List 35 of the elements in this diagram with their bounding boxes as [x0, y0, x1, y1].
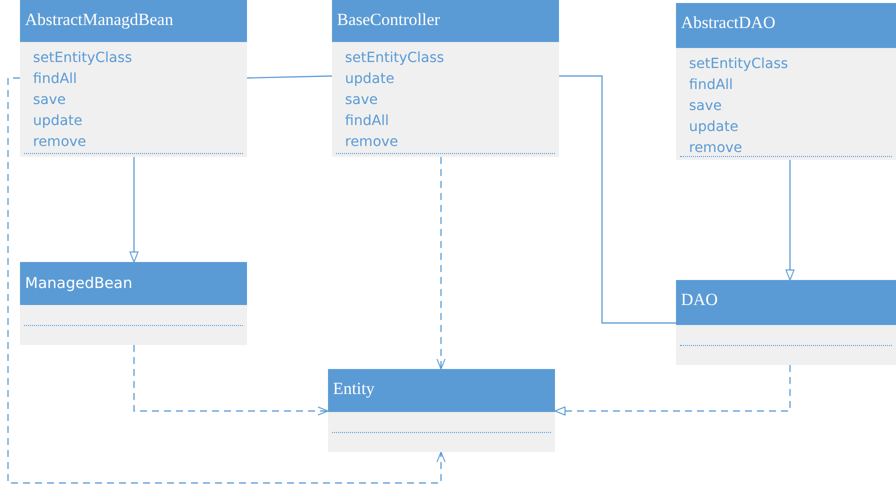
- method-name: findAll: [345, 112, 389, 131]
- class-box: [676, 280, 896, 365]
- method-name: update: [345, 70, 394, 89]
- method-name: update: [33, 112, 82, 131]
- method-name: save: [689, 97, 722, 116]
- class-name: AbstractDAO: [676, 3, 896, 48]
- method-name: setEntityClass: [33, 49, 132, 68]
- method-name: findAll: [689, 76, 733, 95]
- association-line: [246, 75, 332, 79]
- dependency-arrow: [436, 157, 446, 370]
- method-name: save: [33, 91, 66, 110]
- class-box: [332, 0, 559, 157]
- dependency-arrow: [133, 345, 328, 416]
- method-name: remove: [345, 133, 398, 152]
- method-name: setEntityClass: [689, 55, 788, 74]
- class-box: [20, 0, 247, 157]
- class-name: AbstractManagdBean: [20, 0, 247, 42]
- class-box: [676, 3, 896, 160]
- dependency-arrow: [7, 77, 446, 484]
- class-box: [20, 262, 247, 345]
- association-line: [559, 75, 676, 324]
- method-name: remove: [689, 139, 742, 158]
- method-name: update: [689, 118, 738, 137]
- class-name: DAO: [676, 280, 896, 325]
- class-name: BaseController: [332, 0, 559, 42]
- class-name: Entity: [328, 369, 555, 412]
- class-name: ManagedBean: [20, 262, 247, 305]
- generalization-arrow: [130, 157, 138, 262]
- generalization-arrow: [786, 160, 794, 280]
- method-name: setEntityClass: [345, 49, 444, 68]
- method-name: findAll: [33, 70, 77, 89]
- dependency-arrow: [554, 365, 791, 416]
- method-name: remove: [33, 133, 86, 152]
- method-name: save: [345, 91, 378, 110]
- class-box: [328, 369, 555, 452]
